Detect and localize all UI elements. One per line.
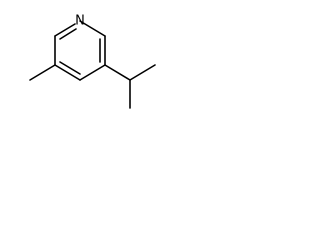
bond-c3-ch [104, 64, 131, 81]
bond-c4-c5-inner [59, 61, 81, 75]
bond-c3-c4 [79, 64, 106, 81]
molecule-structure-svg: N [29, 14, 156, 109]
molecule-structure-diagram: N [0, 0, 180, 132]
bond-c6-n1 [54, 23, 76, 37]
nitrogen-atom-label: N [75, 14, 85, 29]
bond-c5-methyl [29, 64, 56, 81]
bond-c4-c5 [54, 64, 81, 81]
bond-ch-methyl-a [129, 64, 156, 81]
bond-n1-c2 [79, 20, 106, 37]
bond-c6-n1-inner [59, 28, 77, 40]
